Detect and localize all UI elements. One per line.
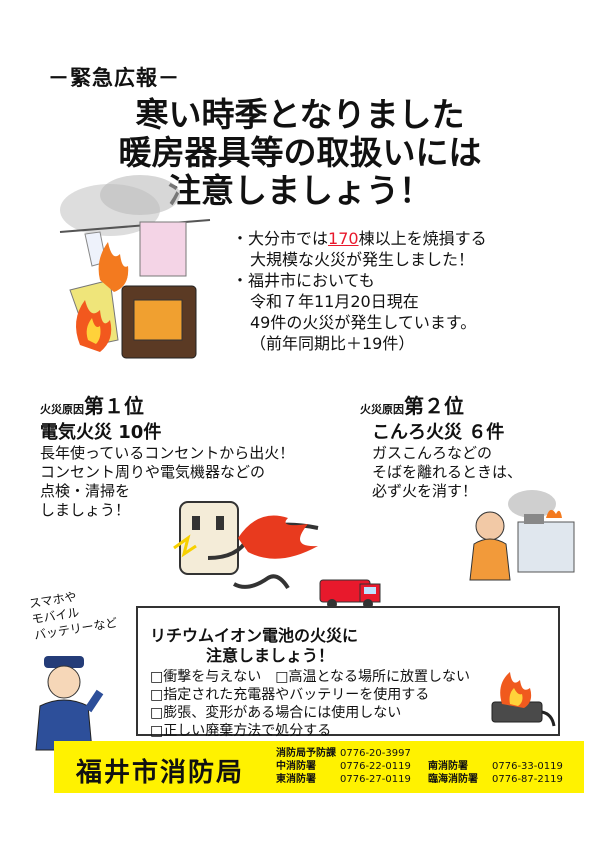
stat-line-1: ・大分市では170棟以上を焼損する: [232, 229, 487, 248]
stat-line-2: 大規模な火災が発生しました！: [250, 250, 475, 269]
heater-fire-illustration: [59, 175, 211, 359]
lithium-checklist: □衝撃を与えない □高温となる場所に放置しない □指定された充電器やバッテリーを…: [150, 668, 470, 740]
fire-department-name: 福井市消防局: [76, 758, 245, 788]
cause-1-heading: 火災原因第１位: [40, 394, 144, 418]
checklist-item: □衝撃を与えない □高温となる場所に放置しない: [150, 669, 471, 685]
lithium-battery-notice: [136, 606, 560, 736]
stat-line-5: 49件の火災が発生しています。: [250, 313, 477, 332]
cause-1-description: 長年使っているコンセントから出火！ コンセント周りや電気機器などの 点検・清掃を…: [40, 444, 295, 519]
cause-2-title: こんろ火災 ６件: [372, 422, 505, 443]
cause-2-description: ガスこんろなどの そばを離れるときは、 必ず火を消す！: [372, 444, 523, 500]
cause-1-title: 電気火災 10件: [40, 422, 162, 443]
firefighter-illustration: [35, 656, 104, 751]
stove-cooking-illustration: [469, 490, 575, 581]
headline-line-3: 注意しましょう！: [168, 171, 432, 210]
stat-line-3: ・福井市においても: [232, 271, 375, 290]
footer-bar: [54, 741, 584, 793]
stat-line-4: 令和７年11月20日現在: [250, 292, 419, 311]
stat-line-6: （前年同期比＋19件）: [250, 334, 415, 353]
checklist-item: □指定された充電器やバッテリーを使用する: [150, 687, 430, 703]
checklist-item: □膨張、変形がある場合には使用しない: [150, 705, 402, 721]
emergency-label: －緊急広報－: [48, 66, 180, 90]
battery-fire-illustration: [491, 672, 556, 727]
cause-2-heading: 火災原因第２位: [360, 394, 464, 418]
checklist-item: □正しい廃棄方法で処分する: [150, 723, 332, 739]
outlet-fire-illustration: [173, 501, 319, 590]
battery-devices-note: スマホや モバイル バッテリーなど: [28, 589, 119, 643]
lithium-notice-title: リチウムイオン電池の火災に 注意しましょう！: [150, 626, 359, 665]
headline-line-1: 寒い時季となりました: [135, 95, 465, 134]
headline-line-2: 暖房器具等の取扱いには: [118, 133, 482, 172]
fire-statistics: ・大分市では170棟以上を焼損する 大規模な火災が発生しました！ ・福井市におい…: [232, 228, 487, 354]
highlight-count: 170: [328, 229, 359, 248]
fire-truck-icon: [319, 579, 381, 609]
